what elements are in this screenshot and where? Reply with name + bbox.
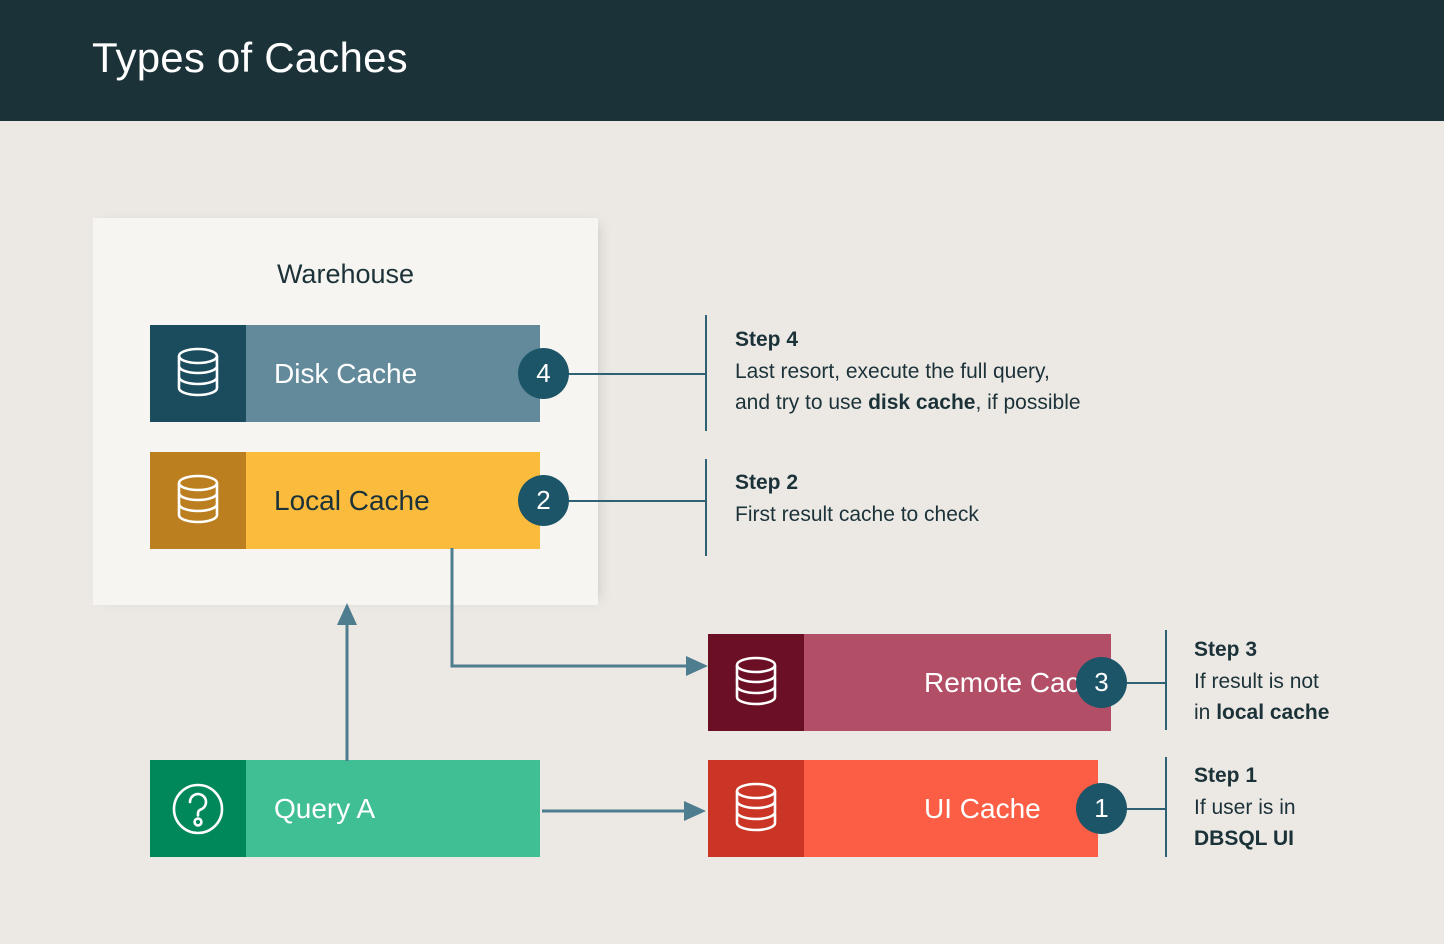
bracket-step-2 (705, 459, 707, 556)
database-icon (150, 325, 246, 422)
step-2-line-1: First result cache to check (735, 503, 979, 526)
leader-line-step-4 (560, 373, 706, 375)
step-4-description: Last resort, execute the full query, and… (735, 356, 1255, 418)
step-3-heading: Step 3 (1194, 638, 1258, 661)
disk-cache-body: Disk Cache (246, 325, 540, 422)
local-cache-label: Local Cache (274, 484, 430, 516)
step-4-line-2-prefix: and try to use (735, 391, 869, 415)
leader-line-step-3 (1118, 682, 1166, 684)
leader-line-step-1 (1118, 808, 1166, 810)
query-body: Query A (246, 760, 540, 857)
leader-line-step-2 (560, 500, 706, 502)
header-bar: Types of Caches (0, 0, 1444, 121)
step-badge-1[interactable]: 1 (1076, 783, 1127, 834)
step-1-line-2-bold: DBSQL UI (1194, 827, 1294, 851)
step-1-heading: Step 1 (1194, 764, 1258, 787)
step-1-description: If user is in DBSQL UI (1194, 792, 1444, 854)
step-2-heading: Step 2 (735, 471, 799, 494)
arrow-query-to-ui-cache (542, 801, 706, 821)
query-bar[interactable]: Query A (150, 760, 540, 857)
step-2-block: Step 2 First result cache to check (735, 471, 1255, 530)
disk-cache-label: Disk Cache (274, 357, 418, 389)
bracket-step-1 (1165, 757, 1167, 857)
diagram-canvas: Warehouse Disk Cache Local Cache (0, 121, 1444, 944)
step-1-block: Step 1 If user is in DBSQL UI (1194, 764, 1444, 854)
step-3-line-2-prefix: in (1194, 701, 1217, 725)
disk-cache-bar[interactable]: Disk Cache (150, 325, 540, 422)
step-3-description: If result is not in local cache (1194, 666, 1444, 728)
step-badge-3[interactable]: 3 (1076, 657, 1127, 708)
bracket-step-3 (1165, 630, 1167, 730)
bracket-step-4 (705, 315, 707, 431)
database-icon (150, 452, 246, 549)
step-3-line-2-bold: local cache (1216, 701, 1330, 725)
query-label: Query A (274, 792, 376, 824)
remote-cache-bar[interactable]: Remote Cache (708, 634, 1111, 731)
database-icon (708, 760, 804, 857)
question-circle-icon (150, 760, 246, 857)
step-3-line-1: If result is not (1194, 670, 1319, 693)
step-2-description: First result cache to check (735, 499, 1255, 530)
local-cache-body: Local Cache (246, 452, 540, 549)
arrow-local-cache-to-remote-cache (450, 548, 708, 676)
database-icon (708, 634, 804, 731)
step-4-line-1: Last resort, execute the full query, (735, 360, 1050, 383)
local-cache-bar[interactable]: Local Cache (150, 452, 540, 549)
step-1-line-1: If user is in (1194, 796, 1296, 819)
step-3-block: Step 3 If result is not in local cache (1194, 638, 1444, 728)
warehouse-label: Warehouse (276, 259, 415, 289)
ui-cache-label: UI Cache (924, 792, 1041, 824)
step-4-block: Step 4 Last resort, execute the full que… (735, 328, 1255, 418)
step-4-heading: Step 4 (735, 328, 799, 351)
page-title: Types of Caches (92, 34, 408, 81)
ui-cache-bar[interactable]: UI Cache (708, 760, 1098, 857)
arrow-query-to-warehouse (337, 603, 357, 761)
step-4-line-2-suffix: , if possible (975, 391, 1081, 415)
remote-cache-body: Remote Cache (804, 634, 1111, 731)
step-badge-2[interactable]: 2 (518, 475, 569, 526)
step-badge-4[interactable]: 4 (518, 348, 569, 399)
step-4-line-2-bold: disk cache (868, 391, 976, 415)
ui-cache-body: UI Cache (804, 760, 1098, 857)
